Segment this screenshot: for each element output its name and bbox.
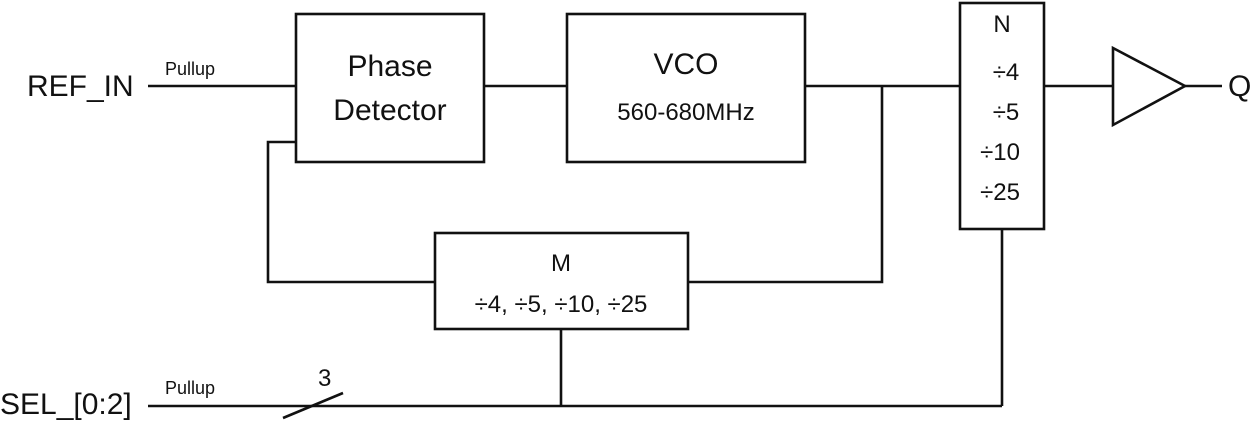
output-q-label: Q (1228, 70, 1251, 103)
m-divider-title: M (551, 250, 571, 277)
sel-label: SEL_[0:2] (0, 388, 132, 421)
m-divider-ratios: ÷4, ÷5, ÷10, ÷25 (475, 291, 648, 318)
vco-to-m-feedback-wire (688, 86, 884, 284)
phase-detector-block (294, 12, 486, 164)
ref-in-pullup-label: Pullup (165, 59, 215, 79)
phase-detector-line1: Phase (347, 50, 432, 83)
n-divider-ratio-2: ÷5 (993, 99, 1020, 126)
bus-width-label: 3 (318, 365, 331, 392)
n-divider-ratio-4: ÷25 (980, 179, 1020, 206)
sel-pullup-label: Pullup (165, 378, 215, 398)
vco-block (565, 12, 807, 164)
m-to-pd-feedback-wire (266, 140, 435, 284)
ref-in-label: REF_IN (27, 70, 134, 103)
n-divider-ratio-3: ÷10 (980, 139, 1020, 166)
output-buffer-icon (1111, 45, 1188, 128)
vco-frequency-range: 560-680MHz (617, 99, 754, 126)
vco-title: VCO (653, 48, 718, 81)
n-divider-title: N (993, 11, 1010, 38)
bus-width-slash (282, 391, 344, 420)
phase-detector-line2: Detector (333, 94, 446, 127)
m-divider-block (433, 231, 690, 331)
n-divider-ratio-1: ÷4 (993, 59, 1020, 86)
